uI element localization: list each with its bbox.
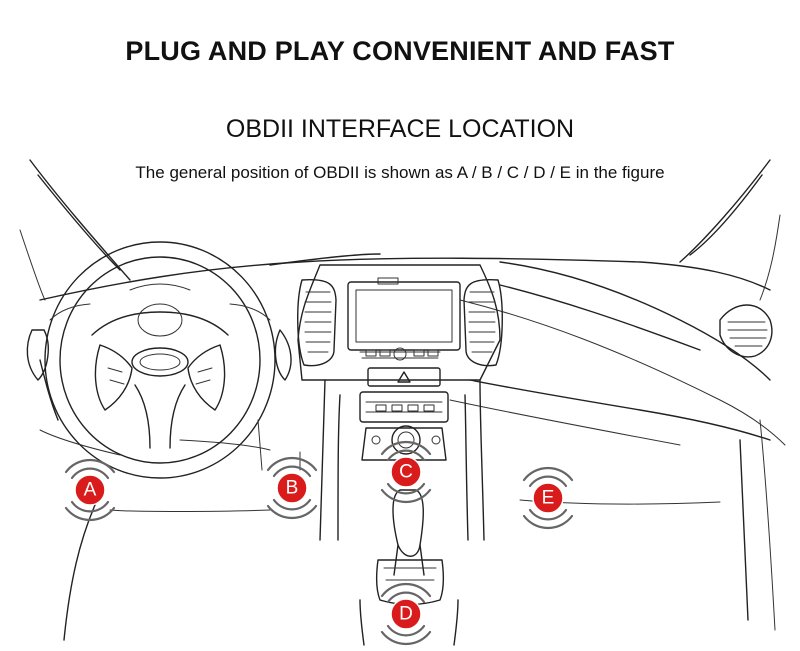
windshield-frame [19, 159, 781, 301]
figure-caption: The general position of OBDII is shown a… [135, 163, 665, 182]
marker-c: C [380, 440, 432, 504]
marker-d-label: D [399, 604, 413, 625]
marker-a-label: A [84, 480, 97, 501]
marker-b: B [266, 456, 318, 520]
marker-b-label: B [286, 478, 299, 499]
center-console [297, 264, 503, 541]
dashboard [39, 253, 786, 456]
marker-e-label: E [542, 488, 555, 509]
marker-a: A [64, 458, 116, 522]
triangle-up-icon [397, 371, 411, 383]
marker-c-label: C [399, 462, 413, 483]
marker-e: E [522, 466, 574, 530]
steering-wheel [26, 241, 292, 479]
section-title: OBDII INTERFACE LOCATION [225, 115, 575, 143]
marker-d: D [380, 582, 432, 646]
page-title: PLUG AND PLAY CONVENIENT AND FAST [125, 36, 675, 66]
